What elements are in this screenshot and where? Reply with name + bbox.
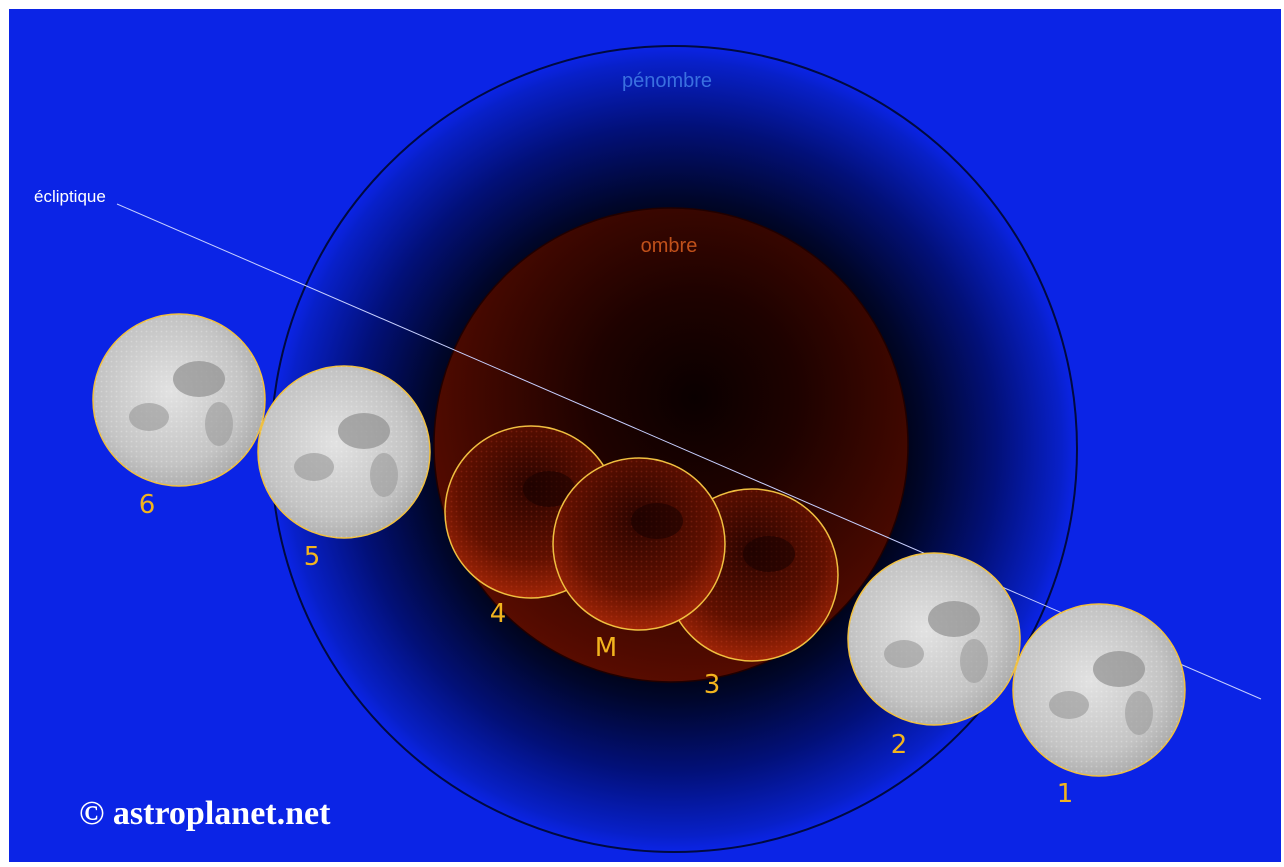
credit-text: © astroplanet.net [79,795,331,832]
ecliptic-label: écliptique [34,187,106,206]
eclipse-svg: pénombre ombre écliptique [9,9,1281,862]
eclipse-diagram: pénombre ombre écliptique [9,9,1281,862]
moon-6-label: 6 [139,490,156,520]
moon-6 [92,313,266,487]
moon-2-label: 2 [891,730,908,760]
moon-m-label: M [595,633,617,663]
moon-2 [847,552,1021,726]
moon-1-label: 1 [1057,779,1074,809]
moon-5-label: 5 [304,542,321,572]
moon-3-label: 3 [704,670,721,700]
moon-1 [1012,603,1186,777]
moon-4-label: 4 [490,599,507,629]
moon-m [552,457,726,631]
moon-5 [257,365,431,539]
penumbra-label: pénombre [622,70,712,92]
umbra-label: ombre [641,235,698,257]
